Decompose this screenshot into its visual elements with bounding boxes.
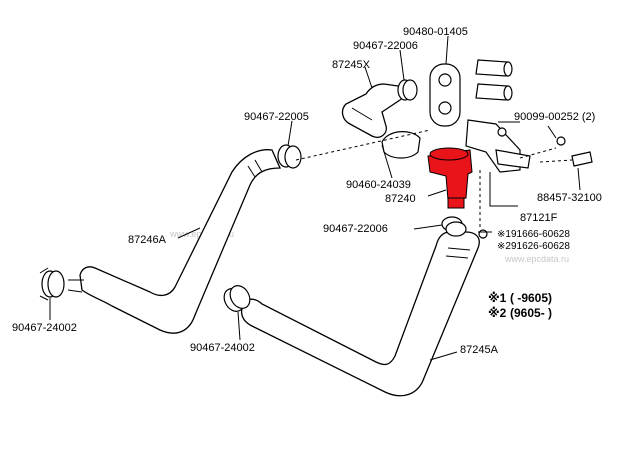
clamp-90467-22005[interactable]	[277, 144, 302, 169]
dashed-guides	[295, 129, 573, 228]
label-87246a[interactable]: 87246A	[128, 234, 167, 246]
label-87240[interactable]: 87240	[385, 193, 416, 205]
engine-pipes	[475, 59, 513, 101]
label-90467-22006-top[interactable]: 90467-22006	[353, 40, 418, 52]
label-87245a[interactable]: 87245A	[460, 344, 499, 356]
nut-191666[interactable]	[478, 229, 488, 239]
label-90099-00252[interactable]: 90099-00252 (2)	[514, 111, 595, 123]
label-90467-24002-left[interactable]: 90467-24002	[12, 322, 77, 334]
gasket-90480-01405[interactable]	[429, 63, 461, 127]
hose-87245x[interactable]	[341, 83, 405, 138]
label-90467-22005[interactable]: 90467-22005	[244, 111, 309, 123]
valve-87240[interactable]	[427, 147, 473, 209]
label-291626-60628[interactable]: ※291626-60628	[497, 241, 570, 252]
clamp-90467-24002-mid[interactable]	[220, 282, 254, 315]
label-90467-22006-mid[interactable]: 90467-22006	[323, 223, 388, 235]
clip-90460-24039[interactable]	[381, 131, 421, 159]
clamp-90467-24002-left[interactable]	[39, 267, 65, 301]
label-191666-60628[interactable]: ※191666-60628	[497, 229, 570, 240]
legend-row2-mark: ※2	[488, 306, 507, 320]
legend-row1-mark: ※1	[488, 291, 507, 305]
label-90460-24039[interactable]: 90460-24039	[346, 179, 411, 191]
legend-row2-range: (9605- )	[510, 306, 552, 320]
legend-row1-range: ( -9605)	[510, 291, 552, 305]
bracket-87121f[interactable]	[465, 119, 531, 173]
label-88457-32100[interactable]: 88457-32100	[537, 192, 602, 204]
hose-87245a[interactable]	[241, 231, 480, 397]
watermark-2: www.epcdata.ru	[504, 254, 569, 264]
clamp-90467-22006-top[interactable]	[397, 79, 418, 101]
label-90480-01405[interactable]: 90480-01405	[403, 26, 468, 38]
screw-88457-32100[interactable]	[571, 151, 593, 167]
bolt-90099-00252[interactable]	[556, 136, 566, 146]
clamp-90467-22006-mid[interactable]	[441, 216, 467, 237]
date-legend: ※1 ( -9605) ※2 (9605- )	[488, 291, 552, 320]
hose-87246a[interactable]	[79, 149, 282, 334]
label-87121f[interactable]: 87121F	[520, 212, 558, 224]
label-87245x[interactable]: 87245X	[332, 59, 371, 71]
leader-lines	[49, 35, 581, 361]
label-90467-24002-mid[interactable]: 90467-24002	[190, 342, 255, 354]
